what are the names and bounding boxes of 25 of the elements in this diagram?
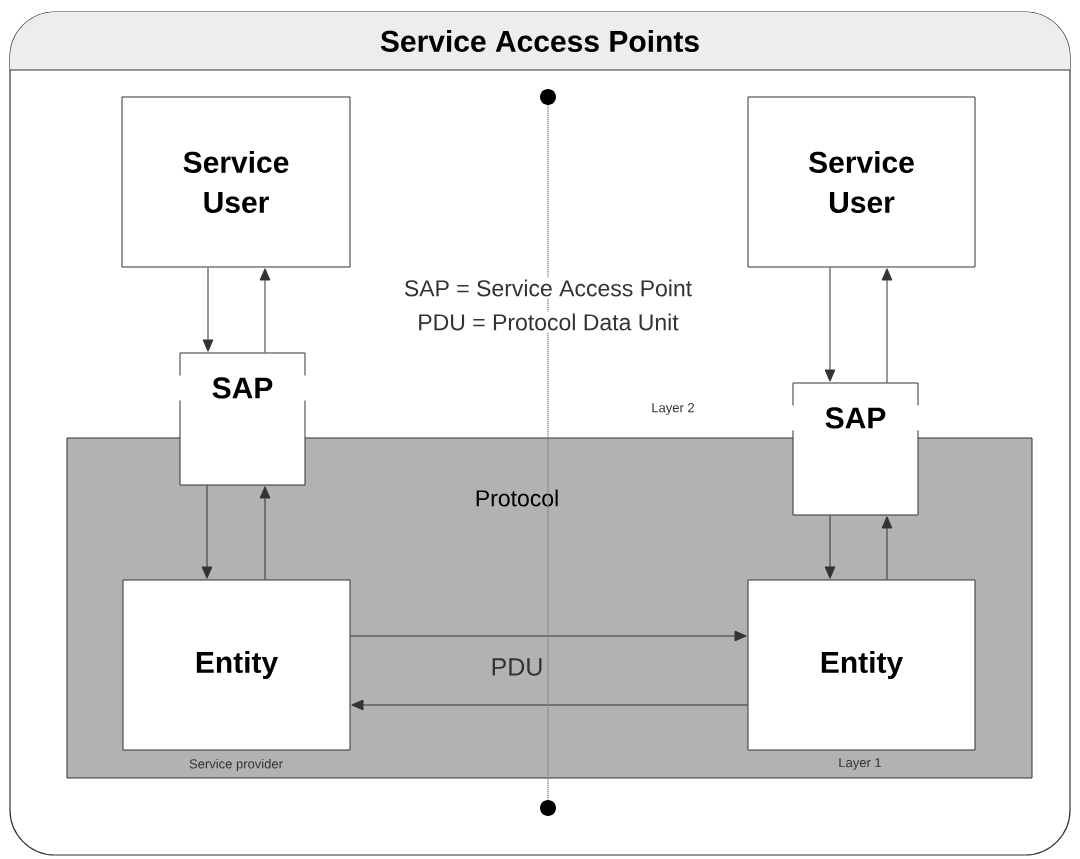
arrow bbox=[202, 267, 214, 352]
header-bar: Service Access Points bbox=[9, 12, 1071, 71]
process-box: Entity bbox=[747, 579, 976, 751]
label-text: SAP = Service Access Point bbox=[401, 277, 695, 299]
label-text: PDU = Protocol Data Unit bbox=[415, 311, 681, 333]
end-dot bbox=[540, 89, 556, 105]
process-box: Service User bbox=[747, 96, 976, 268]
arrow bbox=[350, 630, 747, 642]
process-box: Service User bbox=[121, 96, 351, 268]
access-point-box: SAP bbox=[175, 352, 310, 486]
arrow bbox=[824, 267, 836, 382]
arrow bbox=[259, 268, 271, 353]
process-box: Entity bbox=[122, 579, 351, 751]
access-point-box: SAP bbox=[788, 382, 923, 516]
caption-text: Service provider bbox=[189, 758, 283, 772]
arrow bbox=[881, 268, 893, 383]
arrow bbox=[351, 699, 748, 711]
label-text: Layer 2 bbox=[652, 403, 694, 415]
arrow bbox=[824, 515, 836, 579]
caption-text: Layer 1 bbox=[839, 758, 882, 770]
end-dot bbox=[540, 800, 556, 816]
arrow bbox=[881, 516, 893, 580]
arrow bbox=[201, 485, 213, 579]
label-text: PDU bbox=[488, 656, 546, 678]
arrow bbox=[259, 486, 271, 580]
